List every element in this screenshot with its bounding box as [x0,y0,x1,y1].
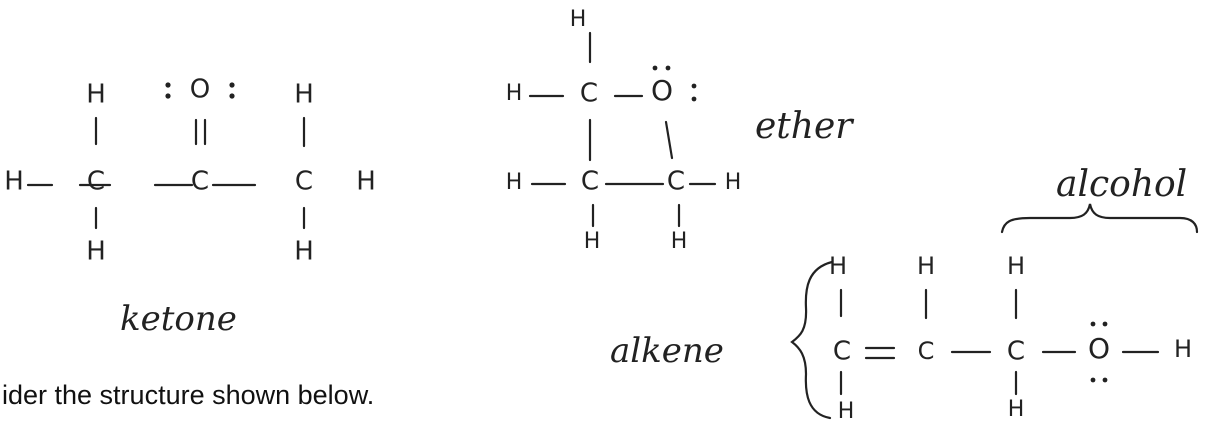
atom-h: H [917,252,935,280]
atom-h: H [570,7,587,32]
atom-c: C [580,79,598,109]
atom-h: H [506,170,523,195]
lone-pair-dot [1090,321,1096,327]
alkene-alcohol-structure: H C H H C H C H O H alkene alcohol [610,164,1199,423]
lone-pair-dot [691,96,697,102]
atom-c: C [833,337,851,367]
lone-pair-dot [691,83,697,89]
atom-h: H [4,167,24,197]
alcohol-brace [1000,203,1199,234]
lone-pair-dot [165,93,171,99]
atom-h: H [356,167,376,197]
lone-pair-dot [1090,377,1096,383]
atom-o: O [1088,332,1110,365]
atom-h: H [294,80,314,110]
lone-pair-dot [165,82,171,88]
atom-o: O [190,75,210,105]
atom-h: H [1007,252,1025,280]
alkene-brace [790,260,834,420]
atom-h: H [506,81,523,106]
atom-h: H [1174,335,1192,363]
lone-pair-dot [229,93,235,99]
ether-structure: H H C O H C C H H H ether [506,7,855,254]
atom-h: H [584,229,601,254]
alcohol-label: alcohol [1056,164,1187,205]
atom-c: C [1007,337,1025,367]
ketone-structure: H C H H C O C H H H ketone [4,75,376,340]
atom-h: H [838,399,855,423]
atom-h: H [671,229,688,254]
alkene-label: alkene [610,331,724,371]
caption-text: ider the structure shown below. [2,380,374,410]
atom-c: C [581,167,599,197]
lone-pair-dot [652,65,658,71]
lone-pair-dot [1102,321,1108,327]
atom-h: H [829,252,847,280]
bond [664,120,674,160]
atom-c: C [295,167,313,197]
atom-h: H [86,80,106,110]
atom-o: O [651,74,673,107]
lone-pair-dot [1102,377,1108,383]
atom-c: C [87,167,105,197]
atom-c: C [667,167,685,197]
atom-c: C [191,167,209,197]
atom-h: H [86,237,106,267]
ether-label: ether [755,106,854,147]
ketone-label: ketone [120,299,237,339]
lone-pair-dot [229,82,235,88]
atom-h: H [294,237,314,267]
atom-c: C [918,337,935,365]
lone-pair-dot [665,65,671,71]
atom-h: H [1008,397,1025,422]
atom-h: H [725,170,742,195]
